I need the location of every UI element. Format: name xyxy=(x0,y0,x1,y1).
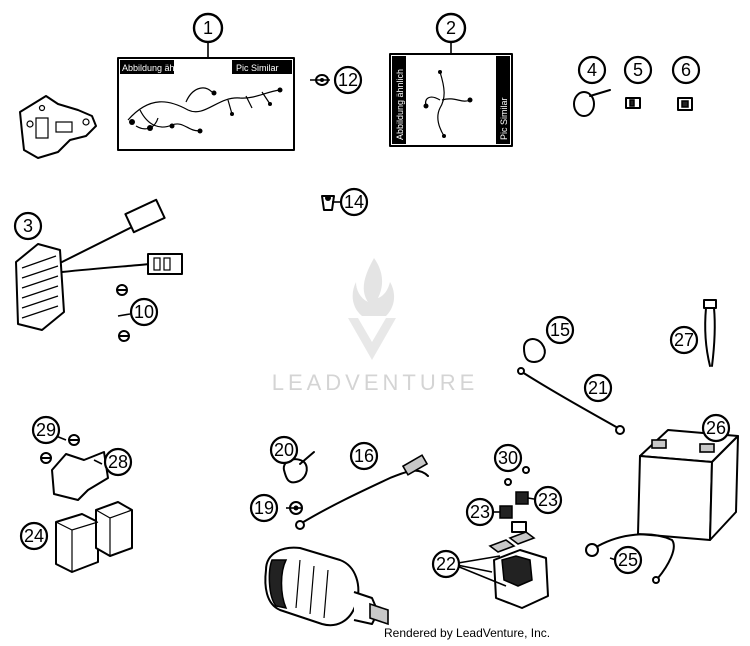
callout-number: 15 xyxy=(550,320,570,340)
image-similar-en-label-2: Pic Similar xyxy=(499,97,509,140)
part-16-starter-cable[interactable] xyxy=(295,454,429,530)
callout-28[interactable]: 28 xyxy=(103,447,133,477)
part-27-fuse-holder[interactable] xyxy=(703,299,717,367)
part-29-screws[interactable] xyxy=(40,434,80,464)
part-1-wiring-harness[interactable]: Abbildung ähnlich Pic Similar xyxy=(117,57,295,151)
callout-19[interactable]: 19 xyxy=(249,493,279,523)
part-2-cable-loom[interactable]: Abbildung ähnlich Pic Similar xyxy=(389,53,513,147)
part-10-screws[interactable] xyxy=(116,284,130,342)
part-25-ground-cable[interactable] xyxy=(585,533,675,584)
callout-4[interactable]: 4 xyxy=(577,55,607,85)
callout-number: 22 xyxy=(436,554,456,574)
part-28-bracket[interactable] xyxy=(51,451,109,501)
callout-number: 16 xyxy=(354,446,374,466)
callout-3[interactable]: 3 xyxy=(13,211,43,241)
callout-number: 23 xyxy=(470,502,490,522)
part-21-battery-cable[interactable] xyxy=(517,367,625,435)
callout-number: 26 xyxy=(706,418,726,438)
callout-number: 29 xyxy=(36,420,56,440)
image-similar-de-label: Abbildung ähnlich xyxy=(122,63,193,73)
callout-number: 10 xyxy=(134,302,154,322)
render-credit: Rendered by LeadVenture, Inc. xyxy=(384,626,551,640)
image-similar-de-label-2: Abbildung ähnlich xyxy=(395,69,405,140)
callout-15[interactable]: 15 xyxy=(545,315,575,345)
mounting-bracket[interactable] xyxy=(19,95,97,159)
callout-number: 25 xyxy=(618,550,638,570)
callout-number: 19 xyxy=(254,498,274,518)
callout-27[interactable]: 27 xyxy=(669,325,699,355)
part-14-bulb[interactable] xyxy=(321,195,335,211)
callout-26[interactable]: 26 xyxy=(701,413,731,443)
callout-number: 5 xyxy=(633,60,643,80)
callout-29[interactable]: 29 xyxy=(31,415,61,445)
part-5-clip[interactable] xyxy=(625,97,641,109)
part-23-fuses[interactable] xyxy=(499,491,529,519)
callout-24[interactable]: 24 xyxy=(19,521,49,551)
callout-number: 24 xyxy=(24,526,44,546)
callout-16[interactable]: 16 xyxy=(349,441,379,471)
callout-number: 14 xyxy=(344,192,364,212)
image-similar-en-label: Pic Similar xyxy=(236,63,279,73)
part-30-nuts[interactable] xyxy=(504,466,530,486)
callout-14[interactable]: 14 xyxy=(339,187,369,217)
callout-number: 23 xyxy=(538,490,558,510)
callout-23b[interactable]: 23 xyxy=(533,485,563,515)
part-22-starter-relay[interactable] xyxy=(488,521,549,609)
callout-2[interactable]: 2 xyxy=(435,12,467,44)
callout-number: 6 xyxy=(681,60,691,80)
callout-30[interactable]: 30 xyxy=(493,443,523,473)
callout-number: 4 xyxy=(587,60,597,80)
callout-1[interactable]: 1 xyxy=(192,12,224,44)
callout-6[interactable]: 6 xyxy=(671,55,701,85)
callout-number: 28 xyxy=(108,452,128,472)
callout-number: 27 xyxy=(674,330,694,350)
callout-21[interactable]: 21 xyxy=(583,373,613,403)
callout-number: 3 xyxy=(23,216,33,236)
part-24-relays[interactable] xyxy=(55,501,133,573)
part-6-clip[interactable] xyxy=(677,97,693,111)
callout-number: 21 xyxy=(588,378,608,398)
callout-22[interactable]: 22 xyxy=(431,549,461,579)
callout-12[interactable]: 12 xyxy=(333,65,363,95)
callout-number: 2 xyxy=(446,18,456,38)
callout-number: 12 xyxy=(338,70,358,90)
part-4-cable-tie[interactable] xyxy=(573,89,611,117)
part-26-battery[interactable] xyxy=(637,429,739,541)
starter-motor[interactable] xyxy=(264,546,389,627)
callout-number: 30 xyxy=(498,448,518,468)
callout-number: 20 xyxy=(274,440,294,460)
callout-10[interactable]: 10 xyxy=(129,297,159,327)
callout-25[interactable]: 25 xyxy=(613,545,643,575)
callout-20[interactable]: 20 xyxy=(269,435,299,465)
callout-number: 1 xyxy=(203,18,213,38)
part-3-voltage-regulator[interactable] xyxy=(15,198,183,331)
callout-23a[interactable]: 23 xyxy=(465,497,495,527)
part-15-terminal-cap[interactable] xyxy=(523,338,546,363)
callout-5[interactable]: 5 xyxy=(623,55,653,85)
